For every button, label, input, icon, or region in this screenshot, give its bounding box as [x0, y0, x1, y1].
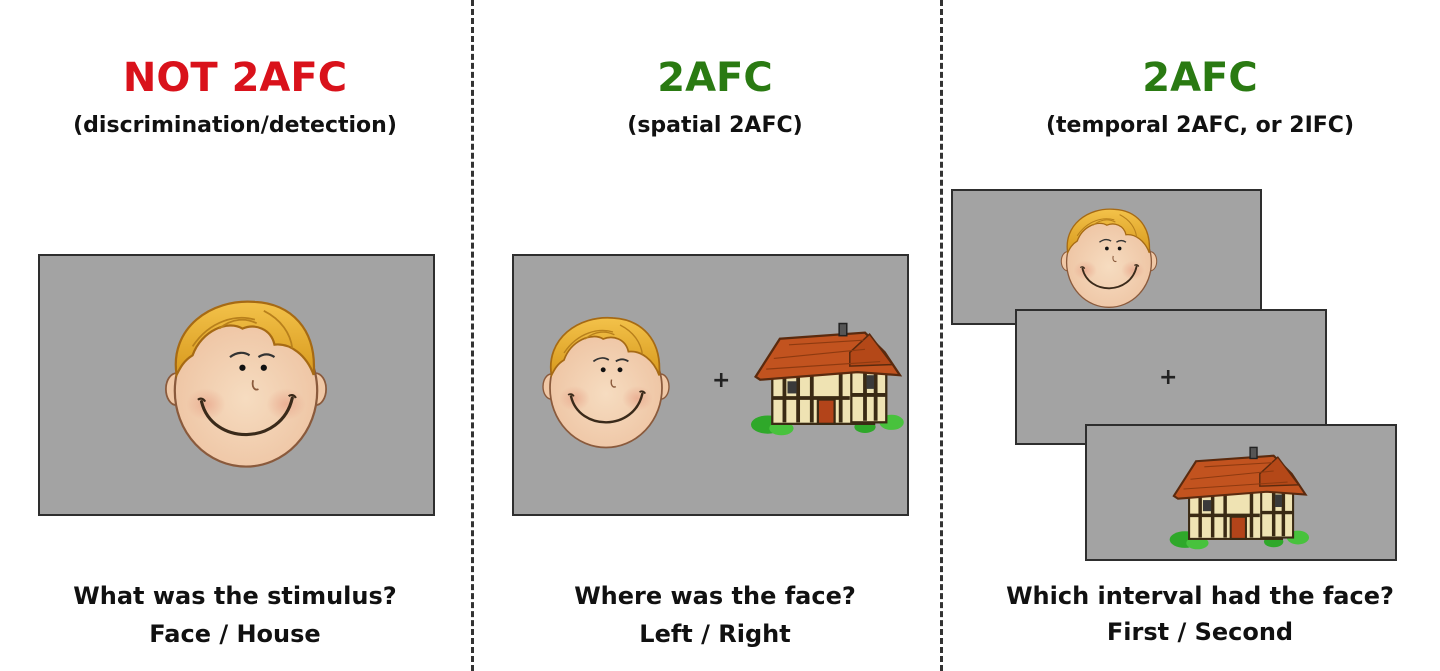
fixation-screen: + [1015, 309, 1327, 445]
stimulus-screen [38, 254, 435, 516]
house-icon [1167, 446, 1311, 550]
interval-2-screen [1085, 424, 1397, 561]
response-options: Left / Right [639, 620, 791, 648]
response-options: First / Second [1106, 618, 1294, 646]
fixation-cross-icon: + [712, 368, 731, 393]
panel-subtitle: (spatial 2AFC) [627, 113, 803, 138]
house-icon [746, 322, 908, 436]
panel-divider [940, 0, 943, 671]
panel-subtitle: (discrimination/detection) [73, 113, 397, 138]
interval-1-screen [951, 189, 1262, 325]
response-question: Where was the face? [574, 582, 856, 610]
panel-title-temporal-2afc: 2AFC [1142, 55, 1258, 101]
cartoon-face-icon [1060, 208, 1158, 309]
response-question: What was the stimulus? [73, 582, 397, 610]
response-options: Face / House [149, 620, 321, 648]
cartoon-face-icon [541, 316, 671, 449]
stimulus-screen: + [512, 254, 909, 516]
response-question: Which interval had the face? [1006, 582, 1394, 610]
panel-title-not-2afc: NOT 2AFC [122, 55, 348, 101]
panel-subtitle: (temporal 2AFC, or 2IFC) [1045, 113, 1355, 138]
panel-divider [471, 0, 474, 671]
cartoon-face-icon [164, 300, 328, 469]
panel-title-spatial-2afc: 2AFC [657, 55, 773, 101]
fixation-cross-icon: + [1159, 365, 1178, 390]
